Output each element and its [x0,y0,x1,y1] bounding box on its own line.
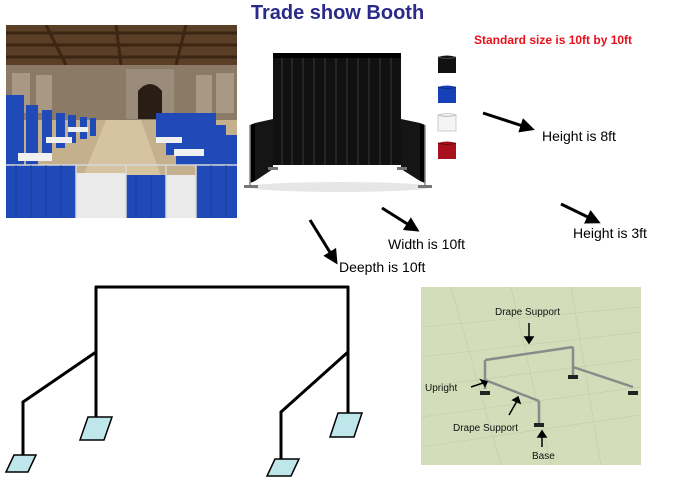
frame-sketch-diagram [0,280,400,490]
arrow-height-side [560,202,601,224]
pipe-and-drape-booth-image [240,45,435,195]
base-plate [328,412,364,438]
depth-label: Deepth is 10ft [339,259,426,275]
standard-size-note: Standard size is 10ft by 10ft [474,33,633,47]
frame-render-image: Drape Support Upright Drape Support Base [421,287,641,465]
arrow-height-main [482,111,535,133]
base-plate [265,458,301,477]
width-label: Width is 10ft [388,236,466,252]
trade-show-hall-photo [6,25,237,218]
base-plate [78,416,114,441]
drape-support-bottom-label: Drape Support [453,423,519,434]
page-title: Trade show Booth [250,2,425,24]
swatch-black [436,52,458,74]
base-plate [4,454,38,473]
frame-lines [21,285,350,460]
drape-support-top-label: Drape Support [495,307,561,318]
height-main-label: Height is 8ft [542,128,616,144]
swatch-blue [436,82,458,104]
base-label: Base [532,451,555,462]
swatch-white [436,110,458,132]
arrow-width [381,206,420,232]
arrow-depth [308,219,338,265]
height-side-label: Height is 3ft [573,225,647,241]
swatch-burgundy [436,138,458,160]
upright-label: Upright [425,383,458,394]
